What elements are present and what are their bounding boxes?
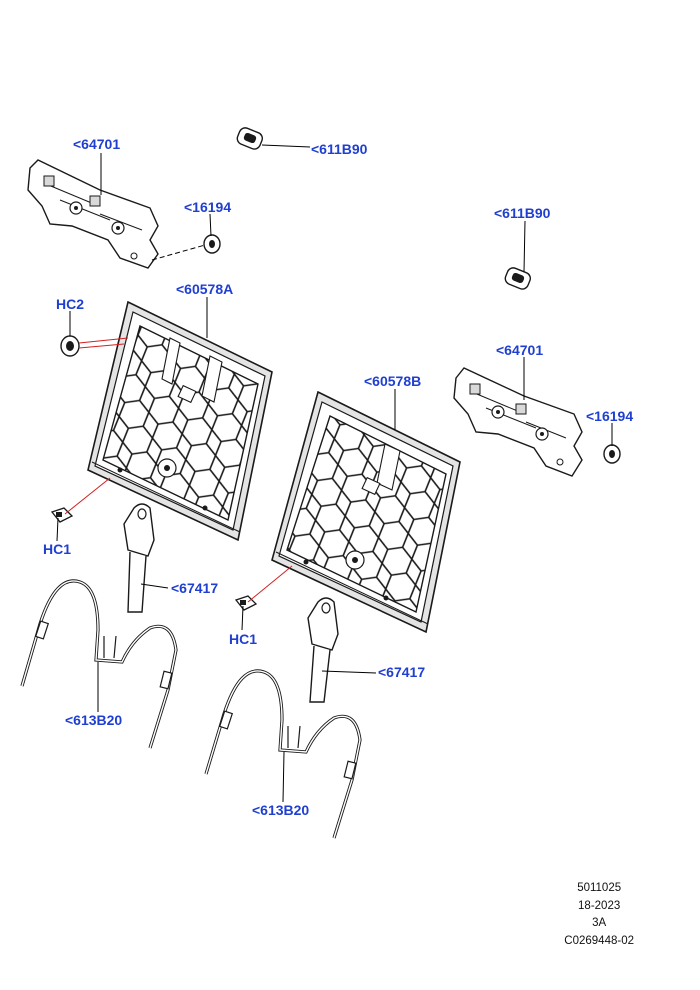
hc1-clip-left[interactable] [50,507,74,523]
callout-67417-left[interactable]: <67417 [171,580,219,596]
callout-60578a[interactable]: <60578A [176,281,234,297]
callout-16194-left[interactable]: <16194 [184,199,232,215]
cable-assembly-left[interactable] [20,579,178,749]
hinge-bracket-right[interactable] [453,367,583,477]
callout-16194-right[interactable]: <16194 [586,408,634,424]
clip-top[interactable] [236,126,265,151]
leader-lines [56,144,613,803]
footer-line-4: C0269448-02 [564,934,634,947]
release-handle-right[interactable] [307,597,339,703]
footer-reference: 5011025 18-2023 3A C0269448-02 [564,880,634,950]
callout-hc1-left[interactable]: HC1 [43,541,72,557]
footer-line-1: 5011025 [577,882,622,894]
release-handle-left[interactable] [123,503,155,613]
callout-613b20-right[interactable]: <613B20 [252,802,310,818]
footer-line-2: 18-2023 [578,899,621,912]
callout-611b90-top[interactable]: <611B90 [311,141,368,157]
highlight-lines [64,337,293,603]
nut-right[interactable] [603,444,621,464]
seatback-panel-right[interactable] [271,390,461,634]
callout-64701-left[interactable]: <64701 [73,136,121,152]
callout-613b20-left[interactable]: <613B20 [65,712,123,728]
callout-hc1-right[interactable]: HC1 [229,631,258,647]
seatback-panel-left[interactable] [87,300,273,542]
callout-64701-right[interactable]: <64701 [496,342,544,358]
nut-left[interactable] [203,234,221,254]
callout-67417-right[interactable]: <67417 [378,664,426,680]
callout-60578b[interactable]: <60578B [364,373,422,389]
hc2-fastener[interactable] [60,335,80,357]
callout-hc2[interactable]: HC2 [56,296,85,312]
clip-right[interactable] [504,266,533,291]
callout-611b90-right[interactable]: <611B90 [494,205,551,221]
cable-assembly-right[interactable] [204,669,362,839]
hinge-bracket-left[interactable] [27,159,159,269]
footer-line-3: 3A [592,917,607,929]
